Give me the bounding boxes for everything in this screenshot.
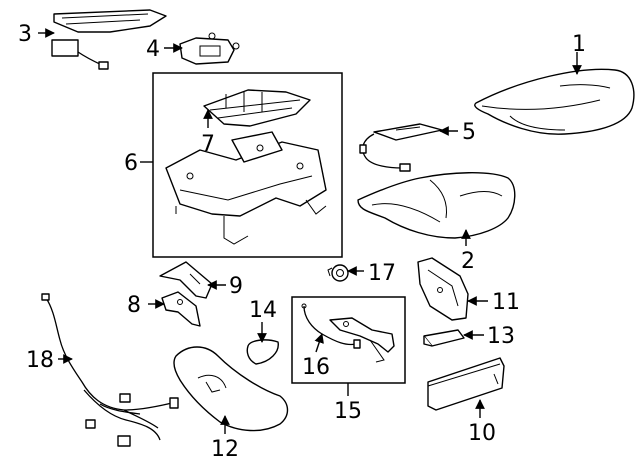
group-box-6 [152,72,343,258]
label-17: 17 [368,261,396,286]
label-15: 15 [334,399,362,424]
label-1: 1 [572,32,586,57]
label-6: 6 [124,151,138,176]
label-3: 3 [18,22,32,47]
leader-lines [38,28,582,434]
part-13-bracket [423,329,465,347]
label-12: 12 [211,437,239,462]
part-12-shield [173,346,289,432]
label-8: 8 [127,293,141,318]
part-2-seat-pad [357,172,516,239]
part-5-sensor-mat [359,123,443,172]
label-13: 13 [487,324,515,349]
part-7-pan [203,89,311,127]
label-10: 10 [468,421,496,446]
part-15-lever-assembly [329,317,395,363]
label-5: 5 [462,120,476,145]
label-7: 7 [201,132,215,157]
label-4: 4 [146,37,160,62]
part-18-wire-harness [41,293,179,447]
part-1-seat-cover [474,68,635,135]
label-9: 9 [229,274,243,299]
label-18: 18 [26,348,54,373]
part-6-seat-frame [165,131,327,245]
part-17-clip [327,264,349,282]
label-16: 16 [302,355,330,380]
part-4-module [179,32,240,65]
part-10-front-cover [427,357,505,411]
part-3-heater-pad [51,9,167,70]
label-14: 14 [249,298,277,323]
callout-labels: 1 2 3 4 5 6 7 8 9 10 11 12 13 14 15 16 1… [18,22,586,462]
part-14-cap [246,339,279,365]
part-11-side-trim [417,257,469,321]
part-9-cover [159,261,213,299]
part-8-bracket [161,291,201,327]
label-11: 11 [492,290,520,315]
label-2: 2 [461,249,475,274]
